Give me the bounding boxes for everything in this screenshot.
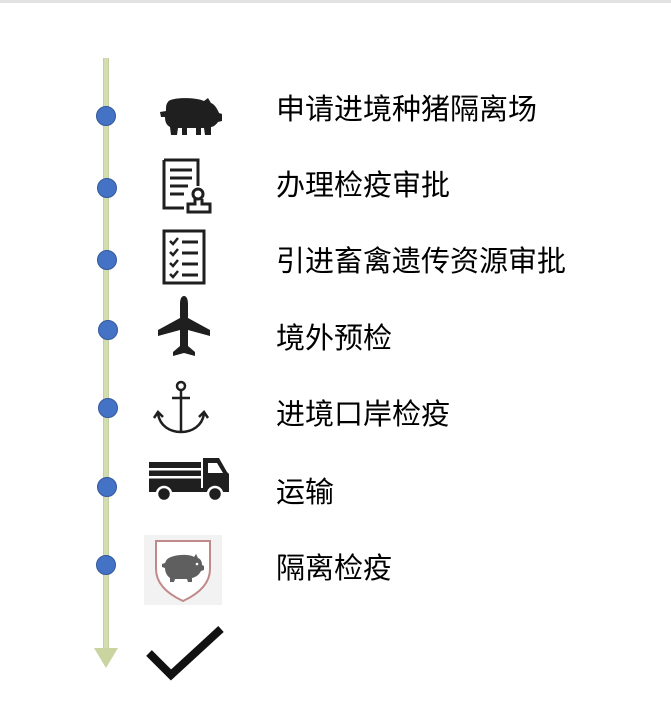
- step-6-dot: [97, 477, 117, 497]
- step-5-label: 进境口岸检疫: [276, 397, 451, 431]
- step-5-dot: [98, 398, 118, 418]
- step-2-label: 办理检疫审批: [276, 168, 451, 202]
- step-2-dot: [97, 178, 117, 198]
- checklist-icon: [160, 228, 208, 286]
- pig-icon: [155, 92, 225, 138]
- document-stamp-icon: [158, 156, 214, 216]
- step-6-label: 运输: [276, 475, 335, 509]
- truck-icon: [147, 454, 231, 504]
- airplane-icon: [154, 294, 214, 358]
- top-border: [0, 0, 671, 3]
- step-1-dot: [96, 106, 116, 126]
- step-7-label: 隔离检疫: [276, 551, 393, 585]
- step-4-dot: [98, 320, 118, 340]
- step-3-dot: [97, 250, 117, 270]
- checkmark-icon: [145, 625, 225, 685]
- anchor-icon: [152, 380, 210, 438]
- step-7-dot: [96, 555, 116, 575]
- step-4-label: 境外预检: [276, 321, 393, 355]
- timeline-line: [103, 58, 109, 650]
- step-3-label: 引进畜禽遗传资源审批: [276, 244, 567, 278]
- timeline-arrow-icon: [94, 648, 118, 668]
- step-1-label: 申请进境种猪隔离场: [276, 92, 538, 126]
- pig-shield-icon: [144, 535, 222, 605]
